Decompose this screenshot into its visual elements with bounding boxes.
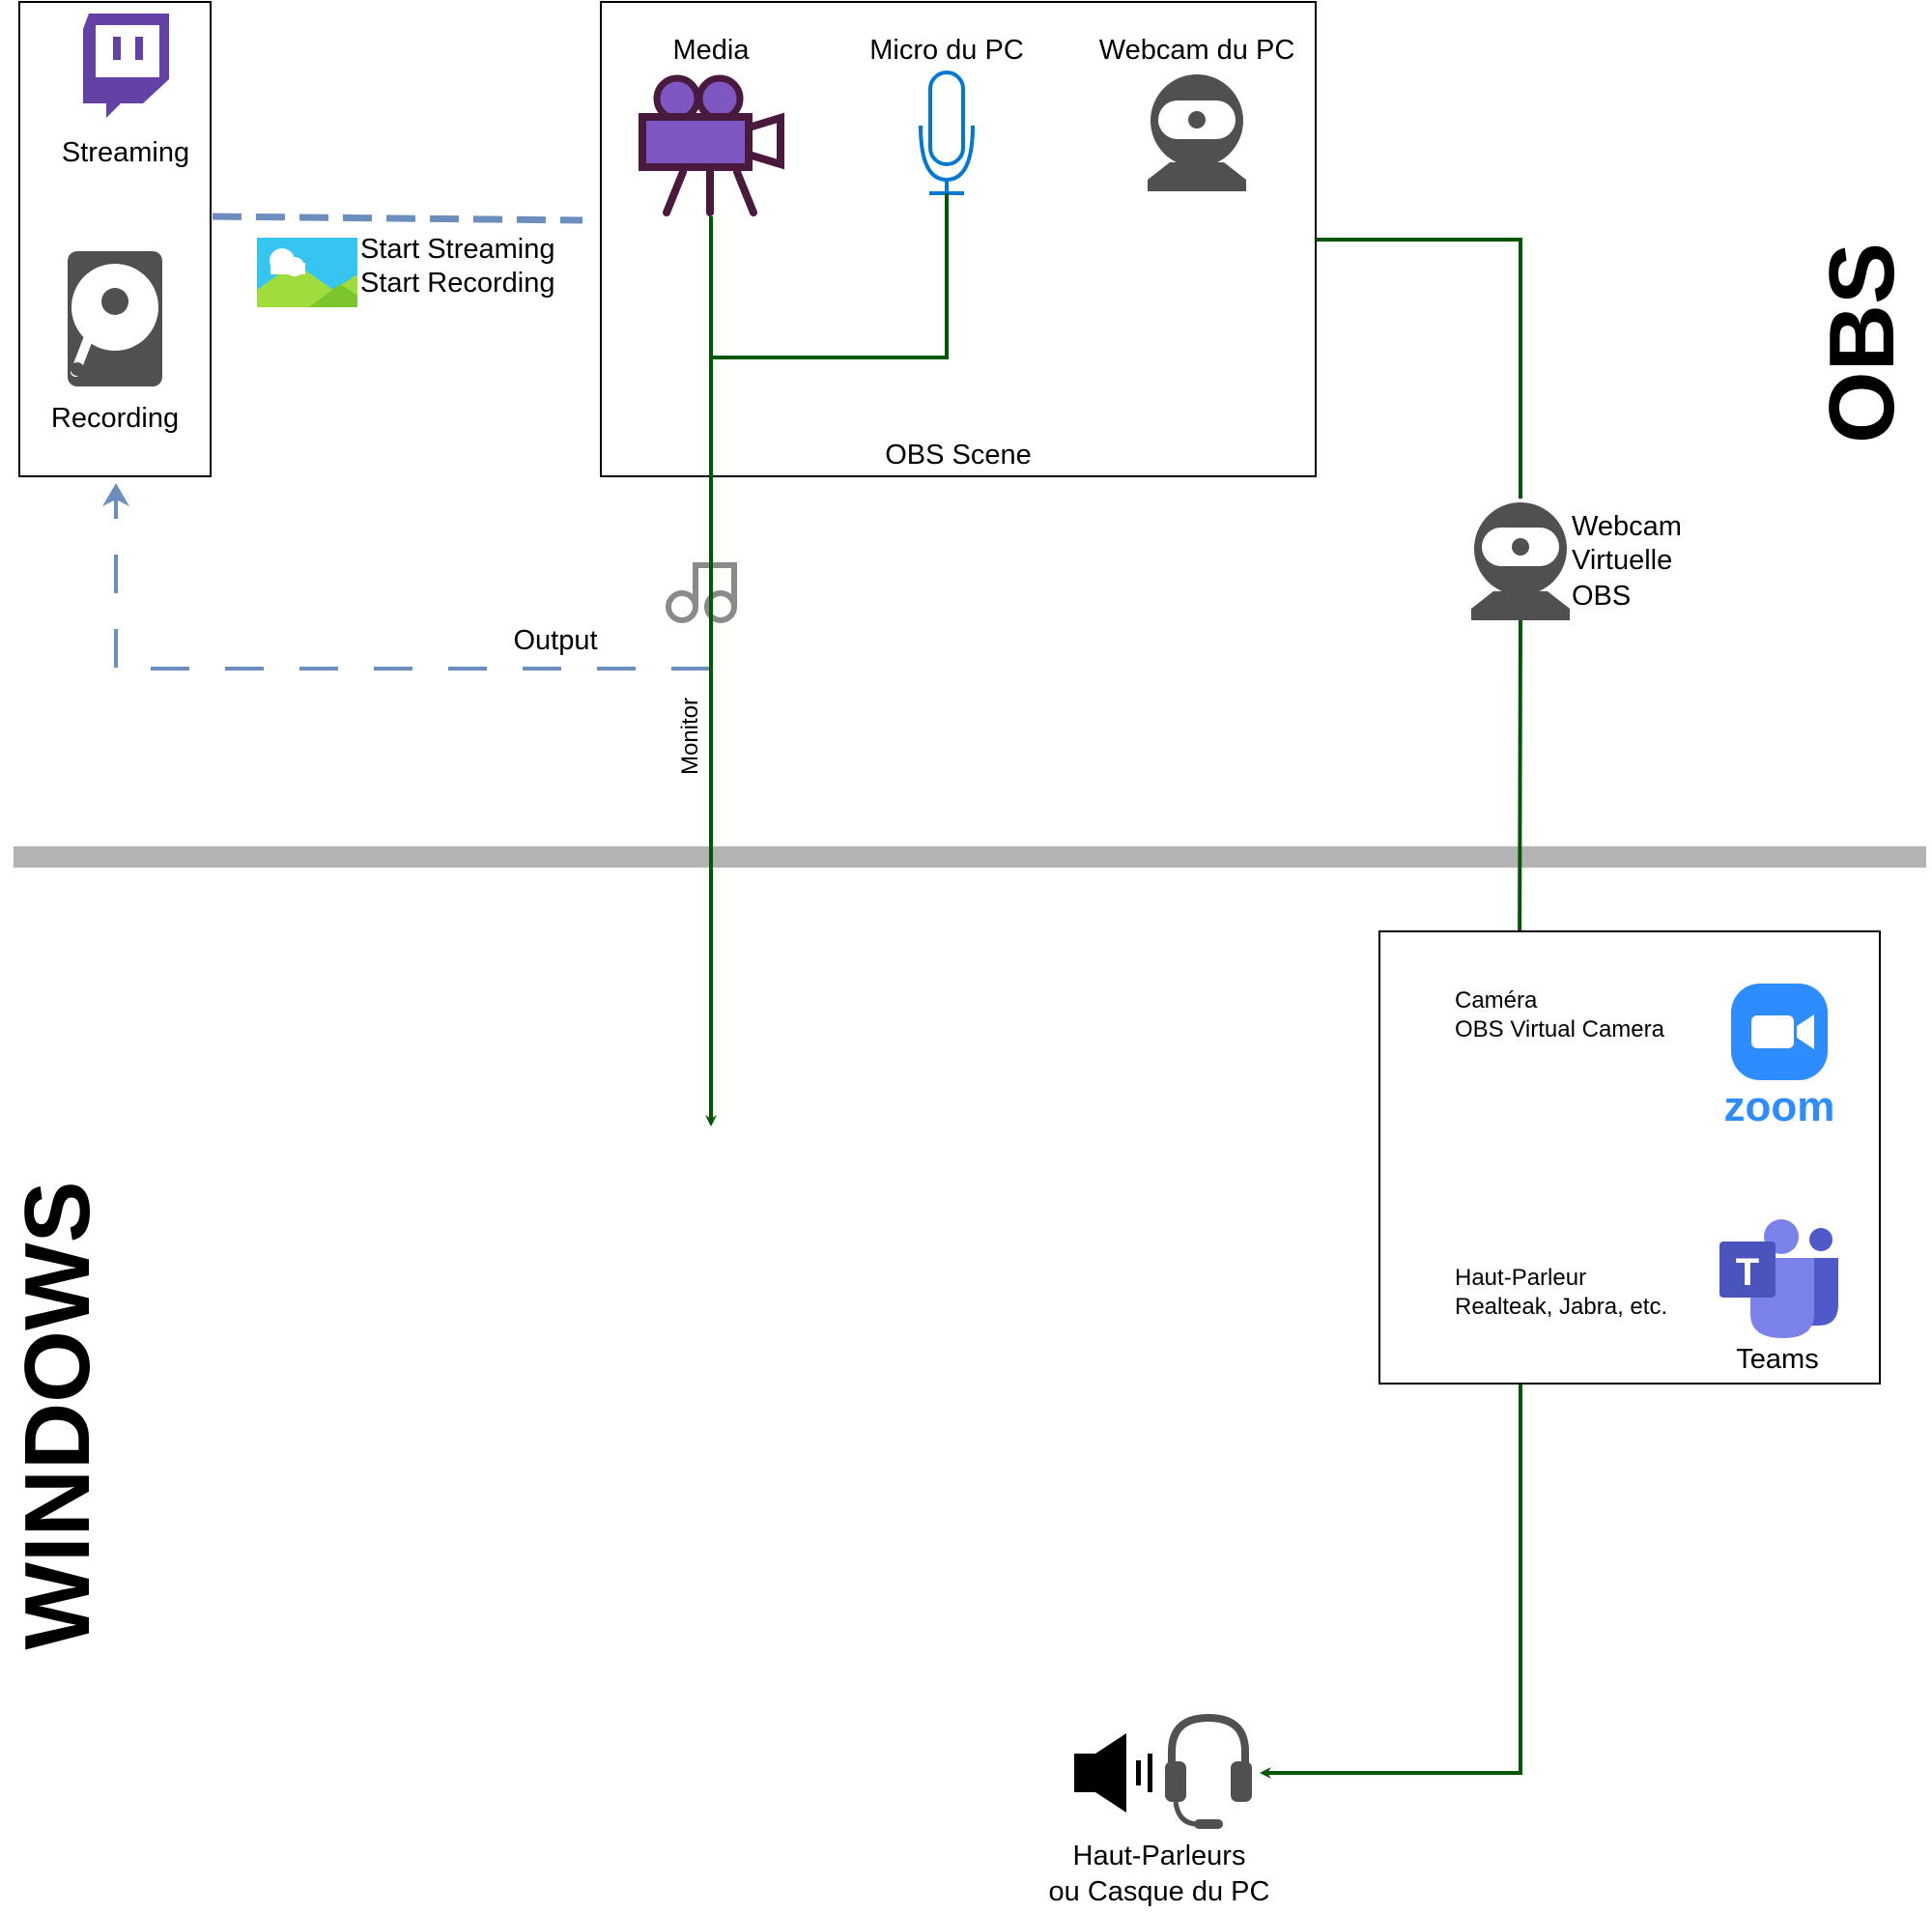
start-recording-label: Start Recording: [360, 268, 555, 299]
virtual-webcam-icon: [1471, 502, 1570, 620]
output-device-label-1: Haut-Parleurs: [1073, 1841, 1246, 1871]
obs-scene-title: OBS Scene: [885, 440, 1032, 471]
section-separator: [14, 846, 1926, 868]
movie-camera-icon: [639, 74, 784, 216]
edge-output-arrowhead: [102, 483, 129, 506]
zoom-logo: zoom: [1724, 984, 1835, 1130]
micro-label: Micro du PC: [869, 35, 1024, 66]
start-streaming-label: Start Streaming: [360, 234, 554, 265]
music-note-icon: [666, 562, 737, 623]
output-device-label-2: ou Casque du PC: [1049, 1876, 1270, 1907]
teams-letter: T: [1736, 1251, 1759, 1294]
edge-apps-to-headset: [1260, 1326, 1522, 1779]
output-label: Output: [513, 625, 597, 656]
teams-label: Teams: [1736, 1344, 1818, 1375]
section-label-obs: OBS: [1810, 243, 1914, 443]
virtual-webcam-label-2: Virtuelle: [1572, 545, 1672, 576]
speaker-label-1: Haut-Parleur: [1455, 1265, 1586, 1291]
headset-icon: [1165, 1713, 1252, 1829]
edge-micro-to-media: [711, 193, 949, 359]
edge-output: [114, 495, 710, 671]
section-label-windows: WINDOWS: [6, 1181, 109, 1649]
zoom-wordmark: zoom: [1724, 1083, 1835, 1130]
recording-label: Recording: [51, 403, 179, 434]
edge-scene-to-sinks: [212, 213, 583, 224]
speaker-icon: [1074, 1733, 1152, 1813]
webcam-label: Webcam du PC: [1099, 35, 1295, 66]
speaker-label-2: Realteak, Jabra, etc.: [1455, 1294, 1667, 1320]
camera-label-1: Caméra: [1455, 987, 1538, 1014]
media-label: Media: [673, 35, 751, 66]
virtual-webcam-label-3: OBS: [1572, 581, 1631, 612]
microphone-icon: [919, 71, 975, 195]
monitor-label: Monitor: [677, 698, 703, 775]
camera-label-2: OBS Virtual Camera: [1455, 1016, 1665, 1042]
image-icon: [257, 238, 357, 307]
virtual-webcam-label-1: Webcam: [1572, 511, 1682, 542]
webcam-icon: [1148, 74, 1246, 191]
streaming-label: Streaming: [62, 137, 189, 168]
hard-disk-icon: [68, 251, 162, 386]
teams-logo: T: [1719, 1219, 1838, 1338]
twitch-icon: [83, 14, 169, 118]
edge-scene-to-virtual-webcam: [1316, 238, 1522, 499]
obs-scene-box: [600, 1, 1317, 477]
